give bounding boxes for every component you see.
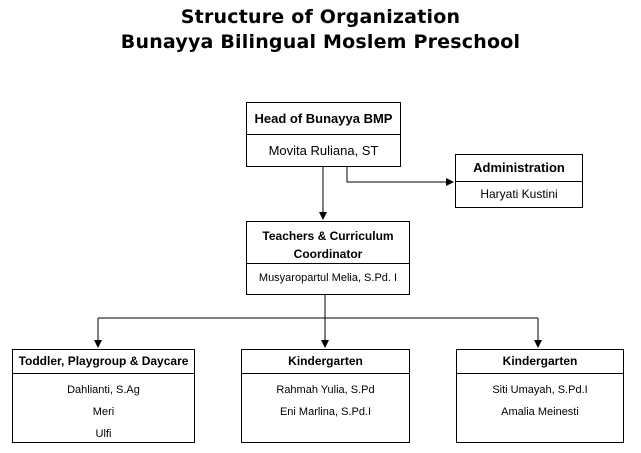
kindergarten-1-role: Kindergarten: [242, 350, 409, 374]
head-node: Head of Bunayya BMP Movita Ruliana, ST: [246, 102, 401, 167]
member-name: Rahmah Yulia, S.Pd: [276, 384, 375, 396]
head-role: Head of Bunayya BMP: [247, 103, 400, 135]
kindergarten-2-role: Kindergarten: [457, 350, 623, 374]
teachers-role-line1: Teachers & Curriculum: [262, 229, 394, 243]
member-name: Dahlianti, S.Ag: [67, 384, 140, 396]
kindergarten-node-1: Kindergarten Rahmah Yulia, S.Pd Eni Marl…: [241, 349, 410, 443]
toddler-node: Toddler, Playgroup & Daycare Dahlianti, …: [12, 349, 195, 443]
toddler-role: Toddler, Playgroup & Daycare: [13, 350, 194, 374]
administration-node: Administration Haryati Kustini: [455, 154, 583, 208]
administration-name: Haryati Kustini: [480, 187, 558, 201]
connector-head-admin: [346, 167, 454, 186]
teachers-role: Teachers & Curriculum Coordinator: [247, 222, 409, 264]
member-name: Amalia Meinesti: [501, 406, 579, 418]
member-name: Siti Umayah, S.Pd.I: [492, 384, 588, 396]
toddler-members: Dahlianti, S.Ag Meri Ulfi: [13, 374, 194, 445]
kindergarten-node-2: Kindergarten Siti Umayah, S.Pd.I Amalia …: [456, 349, 624, 443]
member-name: Ulfi: [95, 428, 112, 440]
teachers-role-line2: Coordinator: [293, 247, 363, 261]
teachers-node: Teachers & Curriculum Coordinator Musyar…: [246, 221, 410, 295]
kindergarten-1-members: Rahmah Yulia, S.Pd Eni Marlina, S.Pd.I: [242, 374, 409, 423]
chart-subtitle: Bunayya Bilingual Moslem Preschool: [120, 31, 521, 53]
member-name: Eni Marlina, S.Pd.I: [279, 406, 372, 418]
kindergarten-2-members: Siti Umayah, S.Pd.I Amalia Meinesti: [457, 374, 623, 423]
chart-title: Structure of Organization: [180, 6, 461, 28]
administration-role: Administration: [456, 155, 582, 182]
head-name: Movita Ruliana, ST: [268, 143, 379, 158]
member-name: Meri: [92, 406, 115, 418]
teachers-name: Musyaropartul Melia, S.Pd. I: [258, 272, 398, 284]
